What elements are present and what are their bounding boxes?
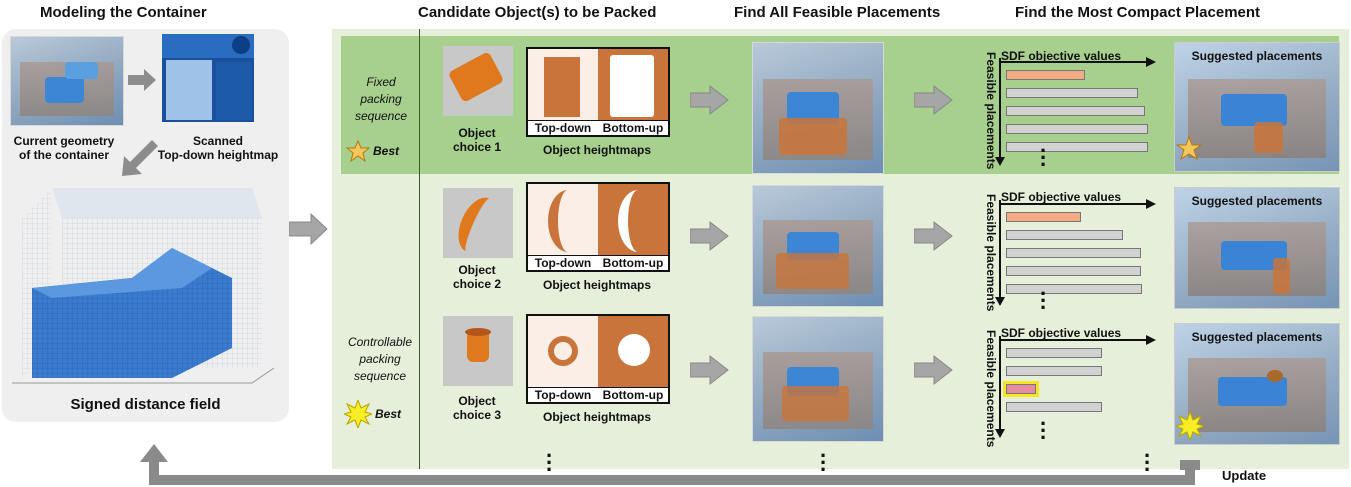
object-choice-label: Object choice 3 <box>452 394 502 422</box>
best-placement-bar <box>1006 212 1081 222</box>
best-placement-bar <box>1003 381 1039 397</box>
arrow-right-icon <box>690 220 729 252</box>
ellipsis-vertical-icon: ... <box>1039 132 1047 171</box>
heightmaps-box: Top-down Bottom-up <box>526 182 670 272</box>
suggested-placement-image: Suggested placements <box>1174 187 1340 309</box>
burst-star-icon <box>1176 412 1204 440</box>
current-geometry-label: Current geometry of the container <box>13 134 115 162</box>
best-placement-bar <box>1006 70 1085 80</box>
heightmaps-label: Object heightmaps <box>542 410 652 424</box>
placement-bar <box>1006 284 1142 294</box>
heightmaps-label: Object heightmaps <box>542 143 652 157</box>
sdf-title: SDF objective values <box>1001 49 1122 63</box>
placement-bar <box>1006 248 1141 258</box>
bottomup-label: Bottom-up <box>602 256 664 270</box>
ellipsis-vertical-icon: ... <box>1143 437 1151 476</box>
feasible-placements-image <box>752 185 884 307</box>
header-candidates: Candidate Object(s) to be Packed <box>418 4 657 21</box>
ellipsis-vertical-icon: ... <box>1039 275 1047 314</box>
topdown-label: Top-down <box>534 121 592 135</box>
sdf-plot-axes <box>995 57 1156 166</box>
current-geometry-image <box>10 36 124 126</box>
arrow-right-icon <box>128 69 156 91</box>
placement-bar <box>1006 348 1102 358</box>
arrow-right-icon <box>914 220 953 252</box>
placement-bar <box>1006 366 1102 376</box>
topdown-label: Top-down <box>534 256 592 270</box>
bottomup-label: Bottom-up <box>602 388 664 402</box>
best-label: Best <box>373 144 400 158</box>
placement-bar <box>1006 230 1123 240</box>
placement-bar <box>1006 266 1141 276</box>
header-modeling: Modeling the Container <box>40 4 207 21</box>
heightmaps-box: Top-down Bottom-up <box>526 314 670 404</box>
placement-bar <box>1006 88 1138 98</box>
object-box-image <box>443 46 513 116</box>
topdown-label: Top-down <box>534 388 592 402</box>
header-compact: Find the Most Compact Placement <box>1015 4 1261 21</box>
suggested-placement-image: Suggested placements <box>1174 323 1340 445</box>
arrow-right-icon <box>289 212 328 246</box>
object-choice-label: Object choice 1 <box>452 126 502 154</box>
arrow-right-icon <box>690 84 729 116</box>
scanned-label: Scanned Top-down heightmap <box>157 134 279 162</box>
star-icon <box>346 140 370 162</box>
feasible-placements-image <box>752 316 884 442</box>
heightmaps-label: Object heightmaps <box>542 278 652 292</box>
star-icon <box>1176 136 1202 160</box>
suggested-label: Suggested placements <box>1191 49 1323 63</box>
object-choice-label: Object choice 2 <box>452 263 502 291</box>
arrow-right-icon <box>914 354 953 386</box>
object-cup-image <box>443 316 513 386</box>
placement-bar <box>1006 106 1145 116</box>
suggested-placement-image: Suggested placements <box>1174 42 1340 172</box>
suggested-label: Suggested placements <box>1191 330 1323 344</box>
best-label: Best <box>375 407 402 421</box>
placement-bar <box>1006 402 1102 412</box>
scanned-heightmap-image <box>162 34 254 122</box>
sdf-plot-axes <box>995 199 1156 306</box>
update-feedback-arrow <box>140 444 1200 485</box>
sdf-plot-axes <box>995 335 1156 438</box>
bottomup-label: Bottom-up <box>602 121 664 135</box>
arrow-right-icon <box>914 84 953 116</box>
placement-bar <box>1006 142 1148 152</box>
suggested-label: Suggested placements <box>1191 194 1323 208</box>
object-banana-image <box>443 188 513 259</box>
update-label: Update <box>1222 468 1267 483</box>
arrow-down-left-icon <box>122 140 158 176</box>
header-feasible: Find All Feasible Placements <box>734 4 941 21</box>
feasible-placements-image <box>752 42 884 174</box>
controllable-sequence-label: Controllable packing sequence <box>347 335 413 383</box>
ellipsis-vertical-icon: ... <box>1039 405 1047 444</box>
sdf-label: Signed distance field <box>70 396 221 413</box>
sequence-divider <box>419 29 420 469</box>
fixed-sequence-label: Fixed packing sequence <box>354 75 408 123</box>
burst-star-icon <box>344 400 372 428</box>
sdf-title: SDF objective values <box>1001 326 1122 340</box>
heightmaps-box: Top-down Bottom-up <box>526 47 670 137</box>
arrow-right-icon <box>690 354 729 386</box>
sdf-voxel-image <box>12 188 274 384</box>
ellipsis-vertical-icon: ... <box>545 437 553 476</box>
sdf-title: SDF objective values <box>1001 190 1122 204</box>
ellipsis-vertical-icon: ... <box>819 437 827 476</box>
placement-bar <box>1006 124 1148 134</box>
